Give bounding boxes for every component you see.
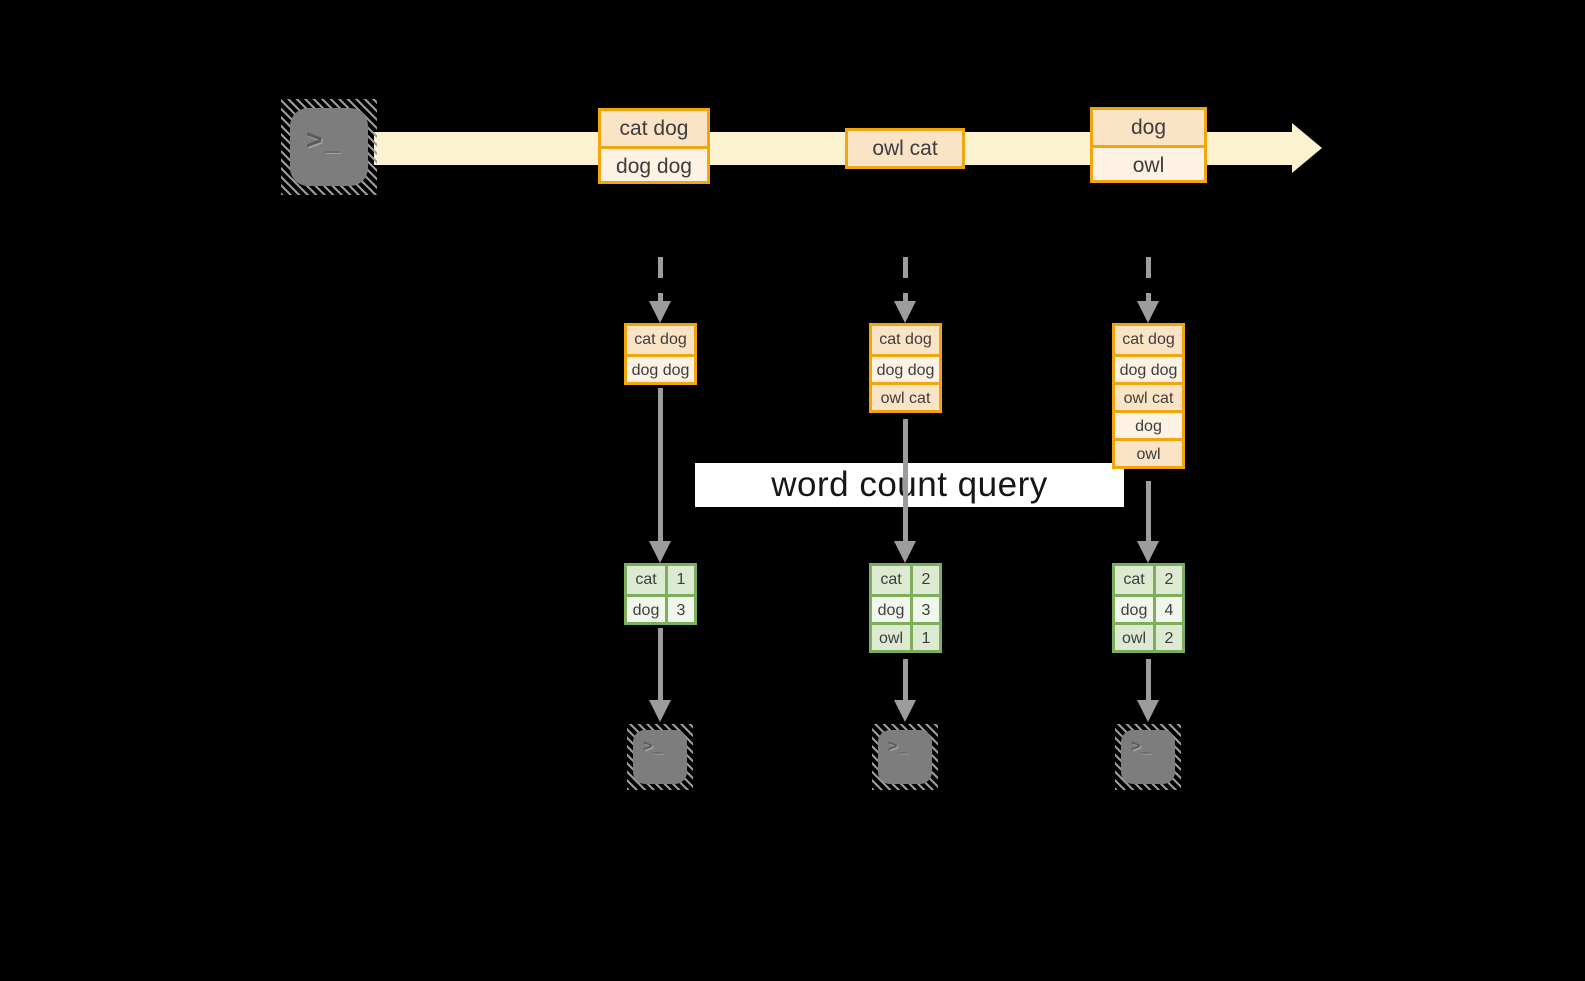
state-row: dog dog (1115, 354, 1182, 382)
query-label: word count query (771, 465, 1048, 504)
count-cell: 2 (1164, 571, 1174, 588)
terminal-screen: >_ (633, 730, 687, 784)
output-arrow (893, 659, 917, 722)
arrowhead-icon (894, 541, 916, 563)
query-box: word count query (695, 463, 1124, 507)
state-buffer: cat dog dog dog (624, 323, 697, 385)
query-arrow (648, 388, 672, 563)
state-row: cat dog (1115, 326, 1182, 354)
state-buffer: cat dog dog dog owl cat dog owl (1112, 323, 1185, 469)
count-row: owl 2 (1115, 622, 1182, 650)
dashed-line (1145, 257, 1151, 301)
query-arrow (1136, 481, 1160, 563)
count-row: owl 1 (872, 622, 939, 650)
word-cell: cat (627, 566, 668, 594)
state-row: dog dog (872, 354, 939, 382)
arrow-line (657, 388, 663, 541)
arrowhead-icon (1137, 700, 1159, 722)
count-row: dog 4 (1115, 594, 1182, 622)
message-row: dog dog (601, 146, 707, 181)
count-cell: 2 (1164, 630, 1174, 647)
query-arrow (893, 419, 917, 563)
arrow-line (902, 419, 908, 541)
count-row: cat 2 (872, 566, 939, 594)
count-table: cat 1 dog 3 (624, 563, 697, 625)
output-arrow (648, 628, 672, 722)
count-row: cat 1 (627, 566, 694, 594)
arrow-line (1145, 659, 1151, 700)
source-terminal-icon: >_ (281, 99, 377, 195)
message-row: cat dog (601, 111, 707, 146)
message-row: dog (1093, 110, 1204, 145)
arrowhead-icon (1137, 541, 1159, 563)
count-table: cat 2 dog 3 owl 1 (869, 563, 942, 653)
count-cell: 3 (676, 602, 686, 619)
sink-terminal-icon: >_ (627, 724, 693, 790)
arrowhead-icon (1137, 301, 1159, 323)
ingest-arrow-dashed (648, 257, 672, 323)
state-row: dog (1115, 410, 1182, 438)
terminal-screen: >_ (290, 108, 368, 186)
arrowhead-icon (649, 700, 671, 722)
arrowhead-icon (649, 541, 671, 563)
output-arrow (1136, 659, 1160, 722)
count-cell: 1 (676, 571, 686, 588)
state-buffer: cat dog dog dog owl cat (869, 323, 942, 413)
state-row: owl cat (872, 382, 939, 410)
word-cell: owl (872, 625, 913, 650)
arrow-line (1145, 481, 1151, 541)
state-row: owl (1115, 438, 1182, 466)
count-row: dog 3 (872, 594, 939, 622)
count-table: cat 2 dog 4 owl 2 (1112, 563, 1185, 653)
arrowhead-icon (649, 301, 671, 323)
terminal-screen: >_ (1121, 730, 1175, 784)
count-cell: 3 (921, 602, 931, 619)
message-row: owl (1093, 145, 1204, 180)
arrowhead-icon (894, 700, 916, 722)
word-cell: dog (1115, 597, 1156, 622)
stream-arrowhead-icon (1292, 123, 1322, 173)
sink-terminal-icon: >_ (1115, 724, 1181, 790)
dashed-line (657, 257, 663, 301)
message-box: cat dog dog dog (598, 108, 710, 184)
terminal-prompt: >_ (888, 738, 909, 755)
message-row: owl cat (848, 131, 962, 166)
arrowhead-icon (894, 301, 916, 323)
terminal-prompt: >_ (643, 738, 664, 755)
word-cell: cat (1115, 566, 1156, 594)
message-box: owl cat (845, 128, 965, 169)
count-row: dog 3 (627, 594, 694, 622)
word-cell: owl (1115, 625, 1156, 650)
count-cell: 1 (921, 630, 931, 647)
arrow-line (657, 628, 663, 700)
terminal-prompt: >_ (1131, 738, 1152, 755)
arrow-line (902, 659, 908, 700)
sink-terminal-icon: >_ (872, 724, 938, 790)
ingest-arrow-dashed (1136, 257, 1160, 323)
state-row: owl cat (1115, 382, 1182, 410)
count-row: cat 2 (1115, 566, 1182, 594)
message-box: dog owl (1090, 107, 1207, 183)
state-row: cat dog (872, 326, 939, 354)
word-cell: dog (627, 597, 668, 622)
word-cell: dog (872, 597, 913, 622)
state-row: dog dog (627, 354, 694, 382)
ingest-arrow-dashed (893, 257, 917, 323)
state-row: cat dog (627, 326, 694, 354)
terminal-prompt: >_ (306, 124, 342, 155)
count-cell: 2 (921, 571, 931, 588)
count-cell: 4 (1164, 602, 1174, 619)
terminal-screen: >_ (878, 730, 932, 784)
dashed-line (902, 257, 908, 301)
word-cell: cat (872, 566, 913, 594)
